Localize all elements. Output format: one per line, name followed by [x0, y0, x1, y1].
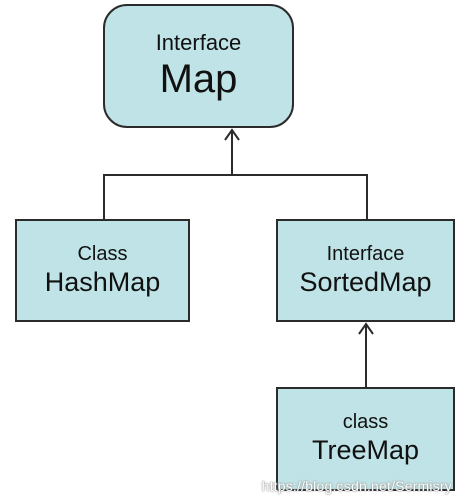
hashmap-node-kind: Class [77, 242, 128, 265]
sortedmap-node-name: SortedMap [299, 266, 432, 297]
treemap-node-kind: class [342, 411, 389, 434]
arrowhead-to-map [224, 128, 240, 141]
treemap-class-node: class TreeMap [276, 387, 455, 491]
map-interface-node: Interface Map [103, 4, 294, 128]
treemap-node-name: TreeMap [311, 435, 420, 466]
arrowhead-to-sortedmap [358, 322, 374, 335]
sortedmap-interface-node: Interface SortedMap [276, 219, 455, 322]
map-node-kind: Interface [155, 30, 242, 56]
hashmap-node-name: HashMap [44, 266, 161, 297]
hashmap-class-node: Class HashMap [15, 219, 190, 322]
map-node-name: Map [159, 56, 238, 101]
watermark-text: https://blog.csdn.net/Sermisry [261, 478, 452, 494]
sortedmap-node-kind: Interface [326, 242, 405, 265]
